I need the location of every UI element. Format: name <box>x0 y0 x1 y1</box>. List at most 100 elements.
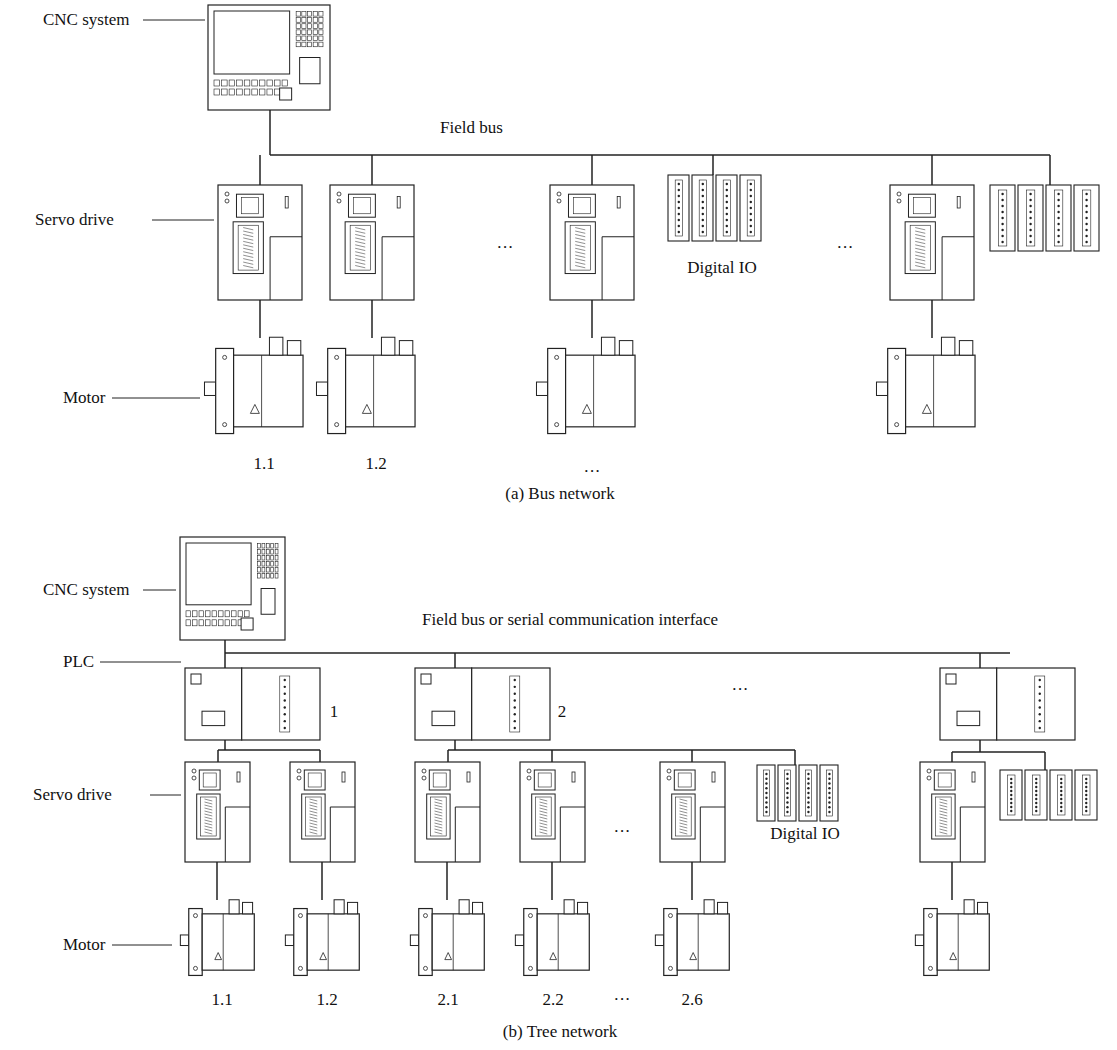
pin-stroke <box>205 802 213 804</box>
terminal-dot <box>284 713 286 715</box>
pin-stroke <box>680 805 688 807</box>
pin-stroke <box>680 817 688 819</box>
motor-flange <box>294 909 307 976</box>
cnc-button <box>222 80 228 86</box>
pin-stroke <box>940 820 948 822</box>
io-connector-pins <box>570 225 590 270</box>
drive-slot <box>712 772 715 782</box>
pin-stroke <box>310 829 318 831</box>
cnc-key <box>271 544 274 549</box>
cnc-button <box>222 89 228 95</box>
bus-label: Field bus or serial communication interf… <box>419 611 721 630</box>
cnc-key <box>262 574 265 579</box>
io-connector-pins <box>201 797 217 836</box>
drive-panel <box>382 236 414 237</box>
terminal-dot <box>1035 782 1037 784</box>
d-sub-connector <box>908 194 935 217</box>
terminal-dot <box>702 189 704 191</box>
cnc-button <box>237 89 243 95</box>
indicator <box>192 769 196 773</box>
cnc-key <box>262 550 265 555</box>
terminal-dot <box>1001 223 1003 225</box>
callout-number: 1 <box>327 703 342 722</box>
callout-number: 1.2 <box>313 991 340 1010</box>
io-module <box>1050 770 1072 820</box>
indicator <box>667 769 671 773</box>
warning-mark <box>950 953 957 960</box>
cnc-key <box>313 18 317 23</box>
pin-stroke <box>435 808 443 810</box>
pin-stroke <box>243 248 253 250</box>
pin-stroke <box>310 826 318 828</box>
io-module <box>1074 185 1099 251</box>
warning-mark <box>690 953 697 960</box>
ellipsis: ··· <box>729 681 752 700</box>
motor-body <box>937 914 989 970</box>
pin-stroke <box>680 808 688 810</box>
leader-line <box>112 398 200 399</box>
cnc-button <box>238 611 243 617</box>
part-label: CNC system <box>40 11 132 30</box>
pin-stroke <box>205 832 213 834</box>
ellipsis: ··· <box>494 239 517 258</box>
indicator <box>337 199 341 203</box>
servo-drive <box>920 762 985 862</box>
terminal-dot <box>678 225 680 227</box>
motor-shaft <box>180 935 188 946</box>
wire <box>952 751 1045 753</box>
warning-mark <box>922 404 931 413</box>
terminal-dot <box>750 219 752 221</box>
wire <box>551 750 553 762</box>
terminal-dot <box>765 806 767 808</box>
terminal-dot <box>726 219 728 221</box>
drive-panel <box>455 807 456 862</box>
terminal-dot <box>1035 790 1037 792</box>
indicator <box>225 199 229 203</box>
terminal-dot <box>1060 810 1062 812</box>
pin-stroke <box>940 814 948 816</box>
part-label: Digital IO <box>684 259 759 278</box>
cnc-key <box>262 556 265 561</box>
terminal-dot <box>765 797 767 799</box>
plc-io <box>997 668 1075 740</box>
terminal-dot <box>1010 806 1012 808</box>
pin-stroke <box>915 262 925 264</box>
pin-stroke <box>243 266 253 268</box>
part-label: Motor <box>60 936 109 955</box>
io-terminal-strip <box>763 770 769 816</box>
wire <box>446 862 448 900</box>
drive-panel <box>560 807 585 808</box>
wire <box>447 750 449 762</box>
pin-stroke <box>915 234 925 236</box>
motor-connector <box>243 902 253 913</box>
wire <box>454 740 456 750</box>
wire <box>371 300 373 338</box>
pin-stroke <box>243 245 253 247</box>
d-sub-pins <box>242 198 259 214</box>
pin-stroke <box>355 234 365 236</box>
wire <box>224 653 226 668</box>
wire <box>1049 155 1051 185</box>
pin-stroke <box>680 820 688 822</box>
wire <box>448 749 795 751</box>
cnc-key <box>262 544 265 549</box>
callout-number: 1.1 <box>208 991 235 1010</box>
drive-panel <box>700 807 701 862</box>
cnc-key <box>262 562 265 567</box>
servo-drive <box>415 762 480 862</box>
pin-stroke <box>435 817 443 819</box>
terminal-dot <box>1085 235 1087 237</box>
terminal-dot <box>765 782 767 784</box>
pin-stroke <box>575 245 585 247</box>
plc-terminal-strip <box>280 676 290 732</box>
pin-stroke <box>940 829 948 831</box>
wire <box>591 300 593 338</box>
cnc-key <box>296 36 300 41</box>
pin-stroke <box>243 252 253 254</box>
pin-stroke <box>355 241 365 243</box>
drive-panel <box>382 237 383 300</box>
indicator <box>897 192 901 196</box>
pin-stroke <box>355 228 365 230</box>
terminal-dot <box>514 693 516 695</box>
io-module <box>1075 770 1097 820</box>
